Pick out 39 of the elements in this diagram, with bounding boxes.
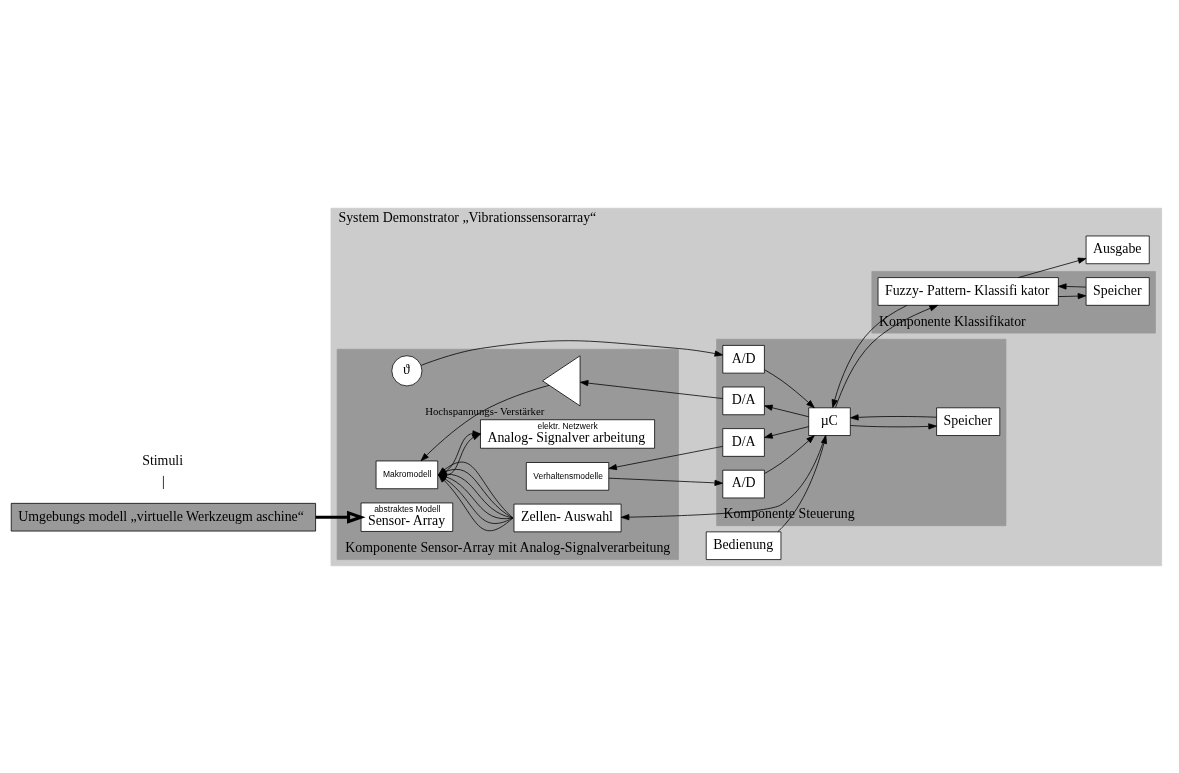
arrow xyxy=(764,368,815,408)
arrow xyxy=(315,510,366,524)
node-box: Zellen- Auswahl xyxy=(513,503,622,532)
arrow xyxy=(608,477,723,486)
node-box: Speicher xyxy=(936,406,1001,436)
arrow xyxy=(850,422,937,429)
arrow xyxy=(764,425,810,439)
node-text: Stimuli xyxy=(142,452,184,468)
node-box: A/D xyxy=(722,344,765,373)
arrow xyxy=(420,339,724,366)
arrow xyxy=(777,434,827,532)
arrow xyxy=(831,304,908,408)
node-box: Verhaltensmodelle xyxy=(525,461,610,491)
arrow xyxy=(1058,292,1087,299)
node-box: A/D xyxy=(722,469,765,498)
node-box: abstraktes Modell Sensor- Array xyxy=(360,502,454,532)
arrow xyxy=(579,379,724,399)
node-box: Ausgabe xyxy=(1085,235,1150,264)
arrow xyxy=(835,304,938,408)
node-box: µC xyxy=(808,406,851,436)
node-box: D/A xyxy=(722,427,765,457)
node-box: D/A xyxy=(722,386,765,415)
arrow xyxy=(850,413,937,420)
connector xyxy=(163,474,164,489)
node-box: Makromodell xyxy=(375,460,439,489)
node-box: elektr. Netzwerk Analog- Signalver arbeitung xyxy=(480,418,655,449)
arrow xyxy=(764,434,815,474)
node-circle: ϑ xyxy=(391,354,423,386)
arrow xyxy=(1018,257,1087,278)
node-box: Bedienung xyxy=(705,530,782,560)
arrow xyxy=(1058,282,1087,290)
arrow xyxy=(608,445,723,470)
node-box: Umgebungs modell „virtuelle Werkzeugm aschine“ xyxy=(10,502,316,531)
node-box: Fuzzy- Pattern- Klassifi kator xyxy=(877,276,1059,306)
node-triangle xyxy=(542,354,581,406)
arrow xyxy=(620,434,826,520)
arrow xyxy=(420,384,550,461)
arrow xyxy=(764,404,810,417)
node-box: Speicher xyxy=(1085,276,1150,306)
